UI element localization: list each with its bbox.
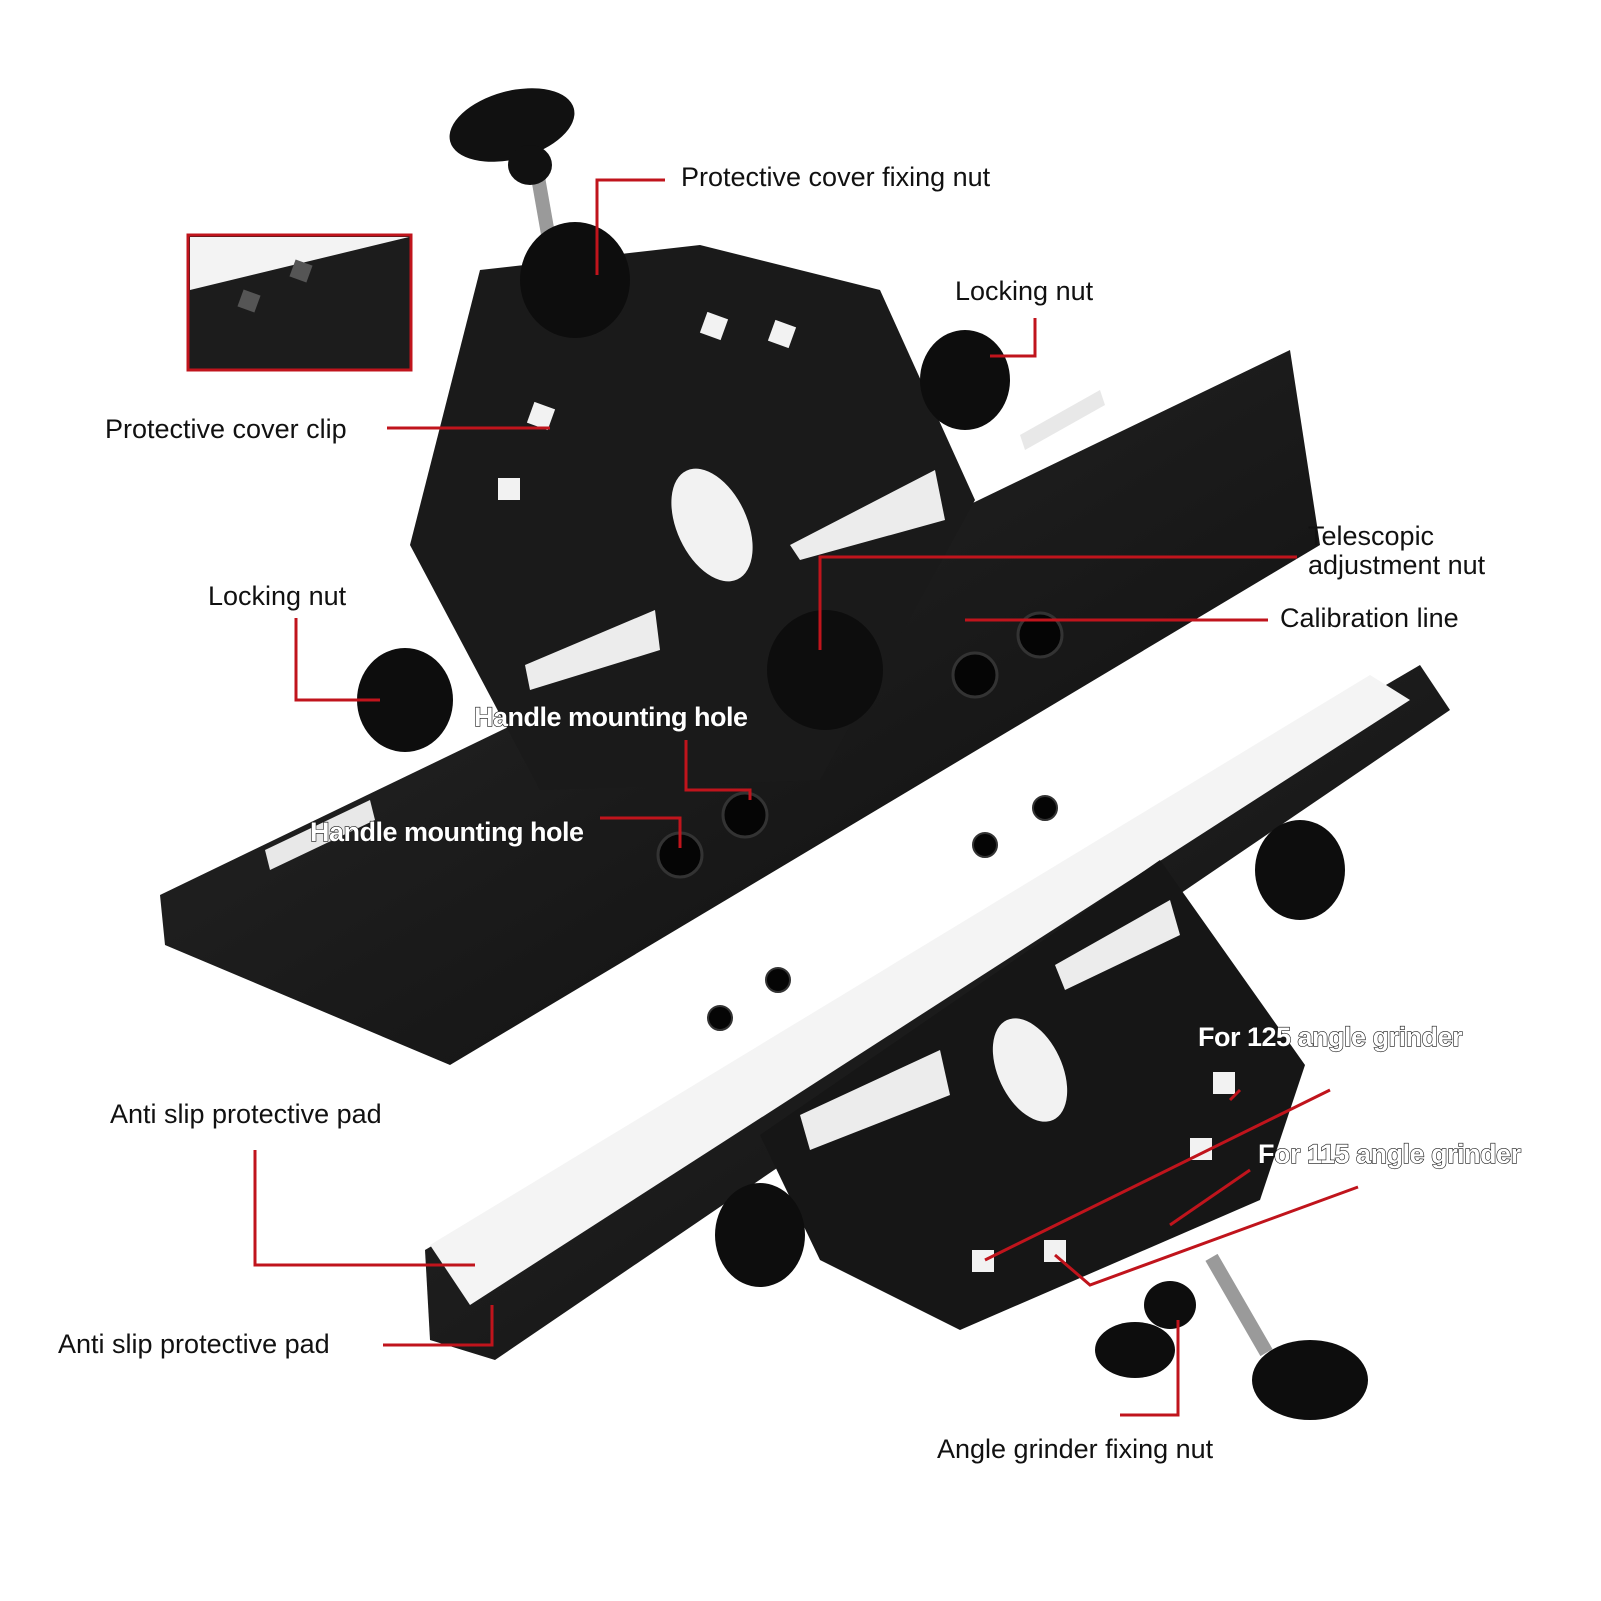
locking-knob-top <box>920 330 1010 430</box>
leader-locking-nut-left <box>294 618 380 702</box>
label-handle-mounting-hole-2: Handle mounting hole <box>309 817 584 847</box>
leader-anti-slip-1 <box>253 1150 475 1267</box>
grinder-square <box>1213 1072 1235 1094</box>
leader-for-125 <box>984 1088 1331 1262</box>
top-knob-handle <box>449 88 575 162</box>
upper-rail-slot <box>1020 390 1105 450</box>
label-telescopic-line1: Telescopic <box>1308 521 1435 551</box>
cover-clip-square <box>526 401 556 431</box>
leader-handle-hole-1 <box>684 740 752 800</box>
label-handle-mounting-hole-1: Handle mounting hole <box>473 702 748 732</box>
label-locking-nut-top: Locking nut <box>955 276 1094 306</box>
cover-fixing-knob <box>520 222 630 338</box>
leader-telescopic <box>818 555 1297 650</box>
leader-cover-fixing-nut <box>595 178 665 275</box>
grinder-fixing-knob <box>1252 1340 1368 1420</box>
label-protective-cover-fixing-nut: Protective cover fixing nut <box>681 162 991 192</box>
grinder-square <box>1190 1138 1212 1160</box>
lower-plate-window-2 <box>1055 900 1180 990</box>
label-protective-cover-clip: Protective cover clip <box>105 414 347 444</box>
leader-anti-slip-2 <box>383 1305 494 1347</box>
handle-hole <box>951 651 999 699</box>
leader-grinder-fixing <box>1120 1320 1180 1417</box>
rail-hole <box>972 832 998 858</box>
leader-for-115 <box>1054 1185 1359 1287</box>
lower-plate-window-1 <box>800 1050 950 1150</box>
label-angle-grinder-fixing-nut: Angle grinder fixing nut <box>937 1434 1214 1464</box>
upper-plate-window-2 <box>525 610 660 690</box>
label-locking-nut-left: Locking nut <box>208 581 347 611</box>
leader-lines <box>253 178 1359 1417</box>
label-anti-slip-pad-2: Anti slip protective pad <box>58 1329 330 1359</box>
locking-knob-left <box>357 648 453 752</box>
handle-hole <box>1016 611 1064 659</box>
grinder-square <box>1044 1240 1066 1262</box>
lower-screw <box>1205 1253 1273 1357</box>
grinder-knob-base <box>1095 1322 1175 1378</box>
handle-hole <box>721 791 769 839</box>
rail-hole <box>765 967 791 993</box>
label-calibration-line: Calibration line <box>1280 603 1459 633</box>
label-for-115: For 115 angle grinder <box>1257 1139 1521 1169</box>
clip-square <box>699 311 729 341</box>
clip-square <box>498 478 520 500</box>
lower-anti-slip-pad <box>430 675 1410 1305</box>
grinder-knob-small <box>1144 1281 1196 1329</box>
leader-locking-nut-top <box>990 318 1037 358</box>
upper-rail-slot-left <box>265 800 375 870</box>
inset-clip-1 <box>237 289 261 313</box>
label-for-125: For 125 angle grinder <box>1197 1022 1463 1052</box>
label-anti-slip-pad-1: Anti slip protective pad <box>110 1099 382 1129</box>
lower-plate-slot <box>992 1018 1068 1122</box>
clip-square <box>767 319 797 349</box>
leader-for-115b <box>1169 1168 1251 1227</box>
telescopic-knob <box>767 610 883 730</box>
lower-locking-knob-right <box>1255 820 1345 920</box>
leader-handle-hole-2 <box>600 816 682 848</box>
rail-hole <box>707 1005 733 1031</box>
label-telescopic-line2: adjustment nut <box>1308 550 1486 580</box>
leader-for-125b <box>1228 1088 1242 1102</box>
top-knob-stem <box>508 145 552 185</box>
rail-hole <box>1032 795 1058 821</box>
upper-plate-slot <box>671 468 753 582</box>
inset-clip-2 <box>289 259 313 283</box>
grinder-square <box>972 1250 994 1272</box>
lower-locking-knob-left <box>715 1183 805 1287</box>
upper-plate-window-1 <box>790 470 945 560</box>
